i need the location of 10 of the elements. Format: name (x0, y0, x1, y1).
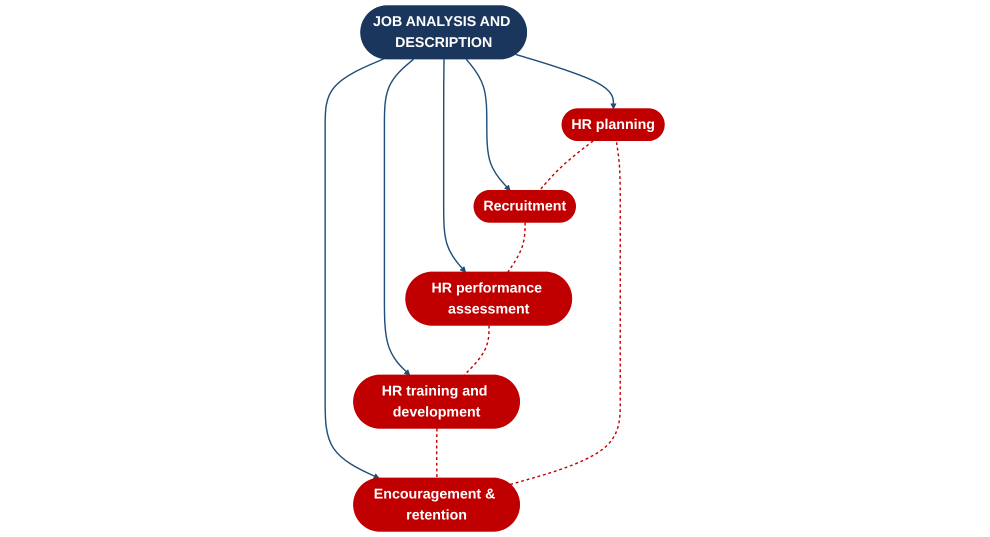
arrow (324, 58, 384, 479)
connector (507, 222, 526, 273)
arrow (384, 58, 414, 376)
arrow (443, 59, 466, 273)
connector (539, 140, 594, 192)
connector (436, 428, 438, 478)
arrow (466, 58, 511, 191)
connector (510, 140, 622, 486)
arrow (516, 54, 617, 110)
connector (464, 326, 490, 376)
